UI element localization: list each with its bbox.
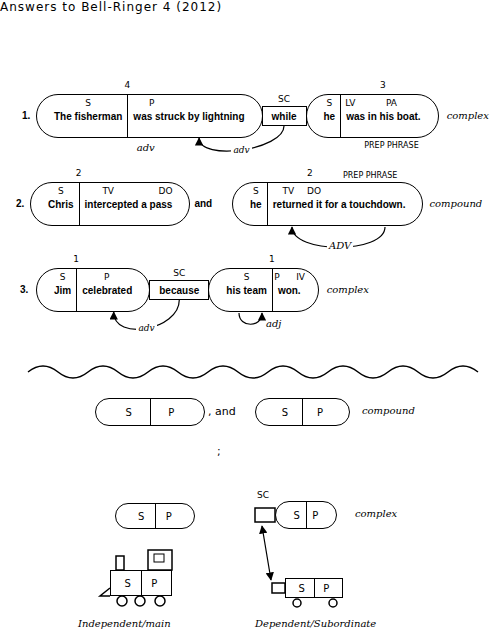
role-tag: TV [102, 186, 114, 196]
node-text: P [155, 504, 183, 528]
phrase-note: PREP PHRASE [343, 171, 397, 180]
function-note: ADV [327, 240, 353, 252]
clause-count: 3 [380, 80, 386, 90]
pattern-oval: SP [255, 398, 350, 426]
phrase-note: PREP PHRASE [364, 141, 418, 150]
role-tag: DO [159, 186, 173, 196]
caption-note: Independent/main [78, 618, 171, 630]
clause-count: 4 [124, 80, 130, 90]
wheel [329, 599, 337, 607]
link-arrow [262, 526, 271, 580]
pattern-oval: SP [95, 398, 205, 426]
clause-count: 2 [76, 168, 82, 178]
wavy-divider [28, 366, 478, 378]
wheel [293, 599, 301, 607]
role-tag: SC [257, 490, 269, 500]
node-text: S [115, 571, 141, 595]
car-box: SP [285, 578, 343, 598]
pattern-oval: SP [275, 501, 337, 529]
wheel [117, 596, 127, 606]
node-text: P [141, 571, 168, 595]
node-text: while [267, 107, 302, 125]
sentence-type: compound [362, 405, 415, 417]
role-tag: IV [296, 272, 305, 282]
node-text: S [288, 502, 306, 528]
sentence-type: complex [447, 110, 489, 122]
node-text: S [108, 399, 150, 425]
role-tag: P [274, 272, 279, 282]
role-tag: P [104, 272, 109, 282]
node-text: P [302, 399, 337, 425]
function-note: adj [266, 318, 281, 330]
cab-window [154, 554, 164, 562]
clause-count: 1 [269, 254, 275, 264]
page-title: Answers to Bell-Ringer 4 (2012) [0, 0, 222, 14]
role-tag: SC [173, 268, 185, 278]
clause-count: 2 [307, 168, 313, 178]
conjunction: , and [208, 405, 236, 418]
punctuation: ; [217, 445, 221, 458]
role-tag: P [149, 98, 154, 108]
role-tag: S [60, 272, 66, 282]
sc-box [255, 508, 275, 522]
sentence-type: compound [429, 198, 482, 210]
node-text: S [128, 504, 155, 528]
node-text: S [268, 399, 302, 425]
node-text: P [314, 579, 339, 597]
clause-oval: hewas in his boat. [306, 94, 439, 138]
role-tag: S [326, 98, 332, 108]
clause-oval: hereturned it for a touchdown. [232, 182, 423, 226]
edge-label: adv [136, 323, 156, 334]
subordinator-box: because [149, 280, 209, 300]
caption-note: Dependent/Subordinate [255, 618, 376, 630]
node-text: was struck by lightning [127, 95, 249, 137]
wheel [135, 596, 145, 606]
adj-arrow [239, 313, 262, 324]
clause-count: 1 [73, 254, 79, 264]
node-text: S [290, 579, 314, 597]
sentence-number: 3. [20, 284, 28, 296]
role-tag: S [58, 186, 64, 196]
sentence-type: complex [327, 284, 369, 296]
role-tag: LV [345, 98, 355, 108]
engine-box: SP [110, 570, 172, 596]
clause-oval: Jimcelebrated [36, 268, 150, 312]
sentence-number: 2. [16, 198, 24, 210]
role-tag: TV [282, 186, 294, 196]
conjunction: and [194, 198, 212, 210]
subordinator-box: while [262, 106, 307, 126]
role-tag: SC [278, 94, 290, 104]
role-tag: DO [307, 186, 321, 196]
node-text: P [306, 502, 325, 528]
function-note: adv [137, 142, 155, 154]
sentence-number: 1. [22, 110, 30, 122]
role-tag: S [85, 98, 91, 108]
sentence-type: complex [355, 508, 397, 520]
pattern-oval: SP [115, 503, 195, 529]
engine-cab [148, 550, 172, 570]
node-text: because [154, 281, 204, 299]
cowcatcher [100, 588, 110, 596]
role-tag: PA [386, 98, 397, 108]
wheel [155, 596, 165, 606]
role-tag: S [244, 272, 250, 282]
edge-label: adv [231, 145, 251, 156]
role-tag: S [253, 186, 259, 196]
car-coupler [272, 583, 285, 593]
node-text: P [150, 399, 193, 425]
engine-chimney [116, 556, 124, 570]
